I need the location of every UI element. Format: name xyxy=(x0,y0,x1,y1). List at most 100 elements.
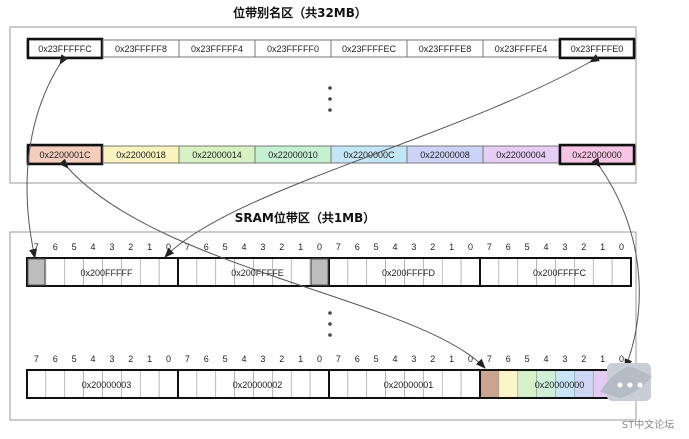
bit-number-label: 3 xyxy=(562,354,567,364)
bit-cell xyxy=(158,257,179,287)
bit-number-label: 3 xyxy=(411,354,416,364)
highlighted-bit-200fffff-7 xyxy=(27,258,46,286)
bit-number-label: 7 xyxy=(185,354,190,364)
bit-number-label: 0 xyxy=(619,242,624,252)
sram-region-title: SRAM位带区（共1MB） xyxy=(235,210,376,225)
bit-number-label: 4 xyxy=(393,242,398,252)
bit-number-label: 0 xyxy=(619,354,624,364)
sram-bottom-word-label: 0x20000003 xyxy=(82,380,132,390)
alias-top-cell: 0x23FFFFE8 xyxy=(406,39,484,58)
bit-cell xyxy=(196,369,217,399)
alias-top-cell: 0x23FFFFF0 xyxy=(254,39,332,58)
alias-bottom-cell: 0x2200000C xyxy=(330,145,408,164)
bit-number-label: 7 xyxy=(34,354,39,364)
bit-number-label: 2 xyxy=(430,354,435,364)
alias-top-cell-label: 0x23FFFFF8 xyxy=(115,44,167,54)
alias-bottom-cell: 0x22000014 xyxy=(178,145,256,164)
alias-top-cell-label: 0x23FFFFFC xyxy=(38,44,92,54)
bit-number-label: 6 xyxy=(204,354,209,364)
bit-cell xyxy=(592,257,613,287)
alias-top-cell-label: 0x23FFFFE0 xyxy=(571,44,624,54)
bit-number-label: 7 xyxy=(487,242,492,252)
sram-bottom-word-label: 0x20000000 xyxy=(535,380,585,390)
bit-number-label: 2 xyxy=(128,354,133,364)
alias-bottom-cell: 0x2200001C xyxy=(26,143,104,166)
alias-ellipsis xyxy=(328,86,332,112)
bit-number-label: 7 xyxy=(487,354,492,364)
bit-cell xyxy=(460,369,481,399)
bit-cell xyxy=(441,257,462,287)
bit-number-label: 5 xyxy=(374,354,379,364)
bit-number-label: 3 xyxy=(109,242,114,252)
bit-number-label: 3 xyxy=(260,242,265,252)
alias-bottom-cell: 0x22000010 xyxy=(254,145,332,164)
bit-number-label: 5 xyxy=(72,354,77,364)
sram-ellipsis xyxy=(328,311,332,337)
bit-cell xyxy=(479,257,500,287)
bit-number-label: 6 xyxy=(355,354,360,364)
sram-top-word-label: 0x200FFFFE xyxy=(231,268,284,278)
bit-cell xyxy=(139,257,160,287)
bit-number-label: 1 xyxy=(600,354,605,364)
bit-number-label: 4 xyxy=(544,354,549,364)
alias-bottom-cell-label: 0x22000004 xyxy=(496,150,546,160)
bit-number-label: 6 xyxy=(53,242,58,252)
bit-cell xyxy=(177,257,198,287)
bit-number-label: 1 xyxy=(600,242,605,252)
bit-cell xyxy=(611,257,632,287)
bit-cell xyxy=(45,369,66,399)
arrow-2200001c-to-20000000-bit7 xyxy=(58,158,486,369)
highlighted-bit-200ffffe-0 xyxy=(310,258,329,286)
alias-bottom-cell-label: 0x22000000 xyxy=(572,150,622,160)
bit-cell xyxy=(139,369,160,399)
alias-top-cell-label: 0x23FFFFEC xyxy=(342,44,397,54)
bit-number-label: 6 xyxy=(53,354,58,364)
alias-top-cell-label: 0x23FFFFF4 xyxy=(191,44,243,54)
bit-number-label: 1 xyxy=(147,354,152,364)
bit-number-label: 5 xyxy=(223,354,228,364)
bit-number-label: 1 xyxy=(449,242,454,252)
alias-top-cell: 0x23FFFFFC xyxy=(26,37,104,60)
bit-number-label: 5 xyxy=(72,242,77,252)
bit-number-label: 0 xyxy=(166,354,171,364)
bit-number-label: 1 xyxy=(298,354,303,364)
bit-number-label: 2 xyxy=(581,242,586,252)
bit-number-label: 2 xyxy=(279,242,284,252)
bit-cell xyxy=(347,369,368,399)
alias-top-cell-label: 0x23FFFFF0 xyxy=(267,44,319,54)
alias-region-title: 位带别名区（共32MB） xyxy=(233,5,367,20)
alias-bottom-cell-label: 0x22000010 xyxy=(268,150,318,160)
alias-top-cell: 0x23FFFFE0 xyxy=(558,37,636,60)
alias-top-row: 0x23FFFFFC 0x23FFFFF8 0x23FFFFF4 0x23FFFFF0… xyxy=(26,37,636,60)
bit-cell xyxy=(498,369,519,399)
bit-number-label: 3 xyxy=(260,354,265,364)
bit-number-label: 4 xyxy=(91,242,96,252)
sram-top-word-label: 0x200FFFFC xyxy=(533,268,587,278)
bit-number-label: 4 xyxy=(242,354,247,364)
bit-number-label: 4 xyxy=(544,242,549,252)
bit-number-label: 3 xyxy=(562,242,567,252)
bit-number-label: 2 xyxy=(581,354,586,364)
bit-cell xyxy=(290,369,311,399)
bit-cell xyxy=(441,369,462,399)
bit-number-label: 5 xyxy=(374,242,379,252)
bit-number-label: 1 xyxy=(147,242,152,252)
watermark-logo-icon xyxy=(600,363,652,401)
bit-number-label: 5 xyxy=(525,354,530,364)
alias-bottom-cell-label: 0x22000014 xyxy=(192,150,242,160)
bit-number-label: 4 xyxy=(242,242,247,252)
alias-bottom-cell-label: 0x2200001C xyxy=(39,150,91,160)
bit-cell xyxy=(196,257,217,287)
bit-cell xyxy=(45,257,66,287)
bit-cell xyxy=(26,369,47,399)
bit-cell xyxy=(177,369,198,399)
alias-bottom-cell: 0x22000008 xyxy=(406,145,484,164)
